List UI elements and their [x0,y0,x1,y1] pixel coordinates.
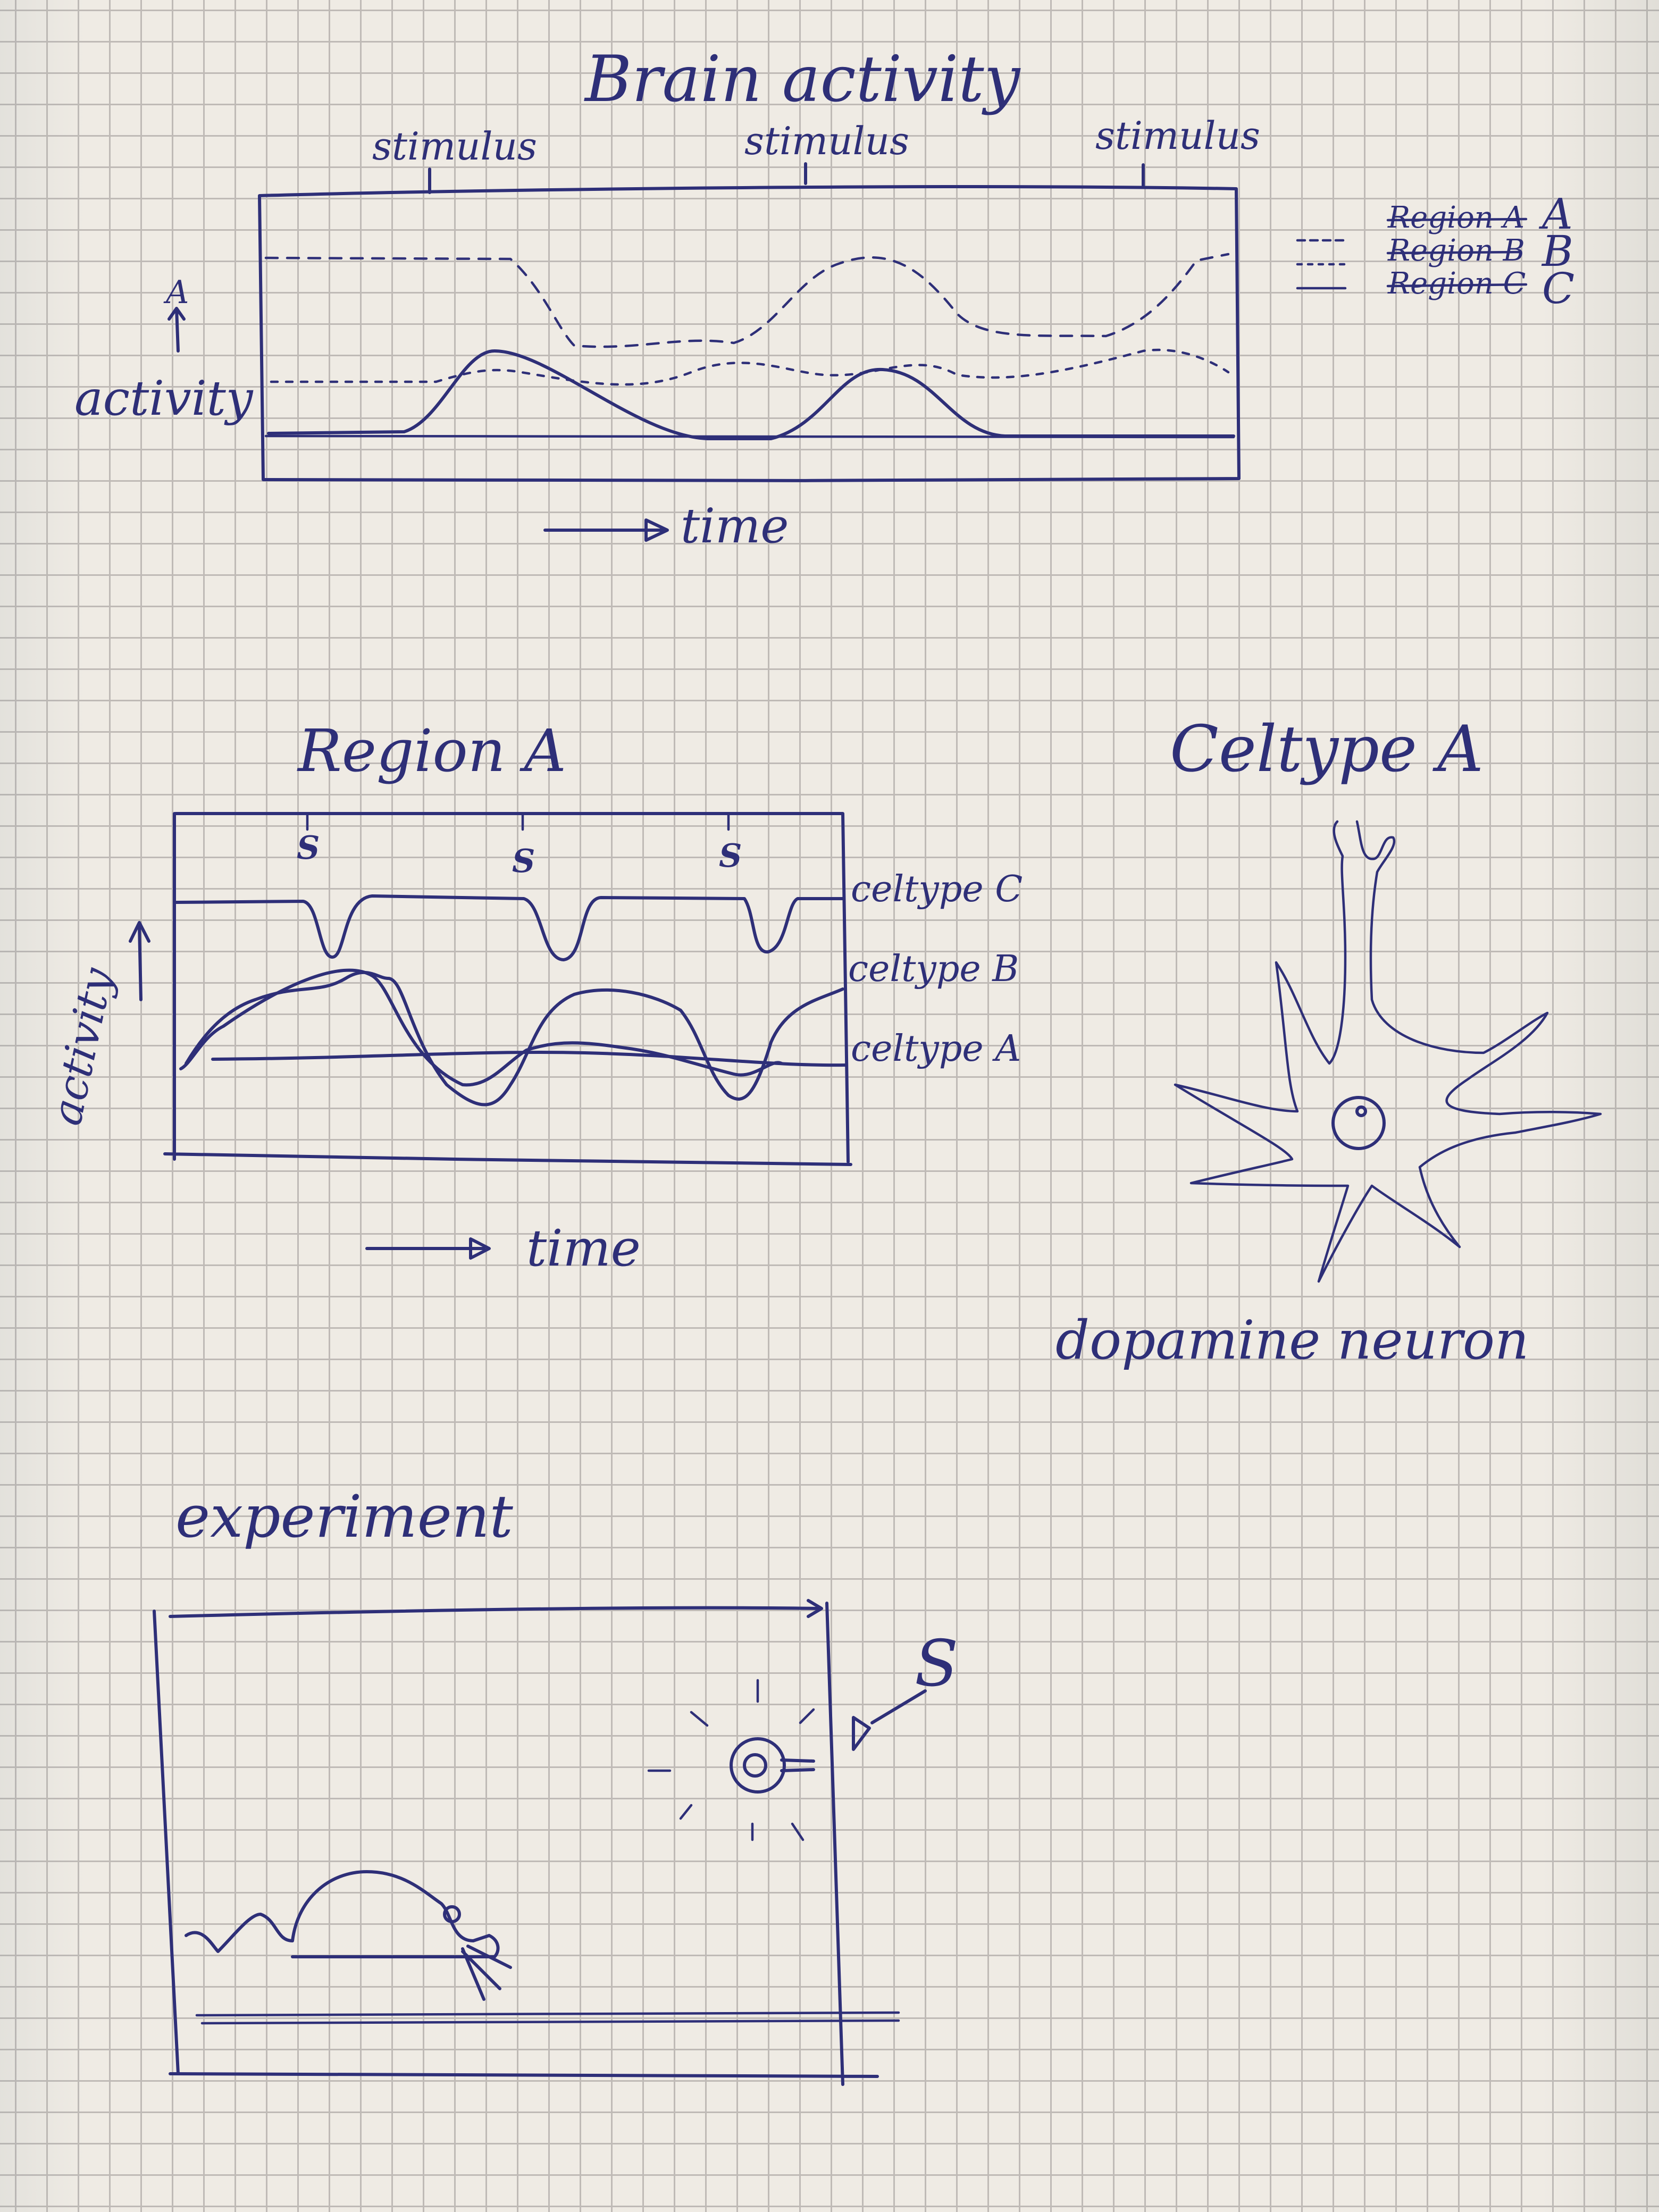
series-label-celltype-b: celtype B [848,948,1019,990]
region-c-curve [270,348,1230,386]
experiment-stimulus-label: S [915,1627,958,1701]
stimulus-light: S [647,1627,958,1841]
x-axis-label: time [681,498,789,554]
region-a-stim-mark-3: S [719,837,742,875]
light-rays [647,1679,815,1841]
neuron-soma [1331,1096,1386,1150]
series-label-celltype-c: celtype C [851,868,1023,910]
region-a-frame [163,812,852,1166]
experiment-box [153,1599,879,2086]
experiment-title: experiment [175,1482,514,1551]
series-label-celltype-a: celtype A [851,1028,1021,1070]
legend-strike-c [1386,283,1528,288]
region-a-y-label: activity [41,963,123,1129]
celltype-b-curve [185,970,844,1107]
celltype-c-curve [174,894,844,961]
region-a-diagram: Region A S S S celtype C celtype B celty… [41,717,1023,1278]
celltype-a-curve [179,968,783,1087]
floor-line [195,2011,900,2025]
stimulus-label-1: stimulus [372,124,537,169]
y-axis-label: activity [74,371,254,426]
neuron-diagram: Celtype A dopamine neuron [1055,713,1602,1371]
region-b-curve [264,253,1230,348]
legend-strike-b [1386,250,1522,255]
light-bulb [730,1737,786,1794]
legend-item-region-b: Region B [1387,233,1525,268]
legend-item-region-a: Region A [1387,200,1524,235]
stimulus-label-3: stimulus [1095,113,1260,158]
region-a-stim-mark-2: S [512,843,535,880]
region-a-curve [267,349,1235,440]
legend-suffix-a: A [1538,189,1573,239]
region-a-x-label: time [526,1219,641,1278]
chart-frame [258,185,1241,483]
region-a-title: Region A [297,717,566,785]
neuron-caption: dopamine neuron [1055,1309,1529,1371]
legend: Region A Region B Region C A B C [1296,189,1574,313]
celltype-a-baseline [211,1050,847,1067]
stimulus-pointer [870,1689,927,1724]
x-axis-arrow [543,518,669,542]
brain-activity-title: Brain activity [584,43,1021,116]
light-bulb-stem [780,1758,815,1772]
brain-activity-diagram: Brain activity stimulus stimulus stimulu… [74,43,1574,554]
y-axis-arrow [167,307,186,353]
neuron-outline [1174,820,1602,1283]
experiment-diagram: experiment S [153,1482,958,2086]
legend-suffix-c: C [1542,264,1574,313]
stimulus-marker [852,1716,871,1751]
light-bulb-core [743,1753,767,1778]
celltype-title: Celtype A [1170,713,1484,786]
region-a-stim-mark-1: S [297,830,320,867]
y-axis-arrow-letter: A [163,274,189,311]
stimulus-label-2: stimulus [744,119,909,163]
region-a-x-arrow [365,1237,491,1260]
region-a-y-arrow [129,921,150,1001]
neuron-nucleus [1355,1105,1367,1117]
legend-strike-a [1386,217,1528,222]
mouse-ear [443,1905,461,1923]
legend-suffix-b: B [1541,227,1573,276]
mouse [185,1870,512,2001]
